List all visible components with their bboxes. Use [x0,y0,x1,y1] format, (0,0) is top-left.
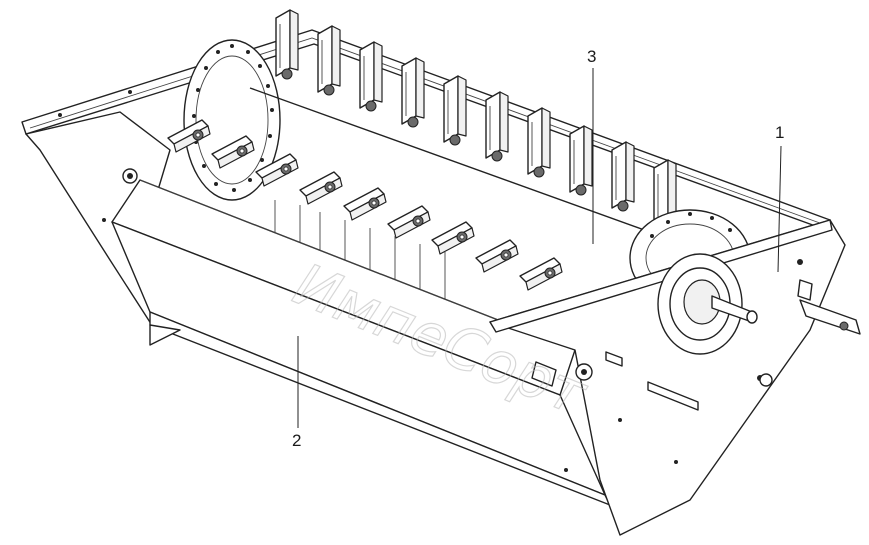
callout-1: 1 [775,123,784,273]
callout-3: 3 [587,47,596,244]
callout-2: 2 [292,336,301,450]
right-end-plate [489,219,846,536]
callout-label-2: 2 [292,431,301,450]
mounting-hardware [531,351,773,411]
bearing-hub [657,253,758,355]
callout-label-1: 1 [775,123,784,142]
callout-label-3: 3 [587,47,596,66]
drive-lever [797,279,861,335]
drum-shaft [249,87,701,251]
